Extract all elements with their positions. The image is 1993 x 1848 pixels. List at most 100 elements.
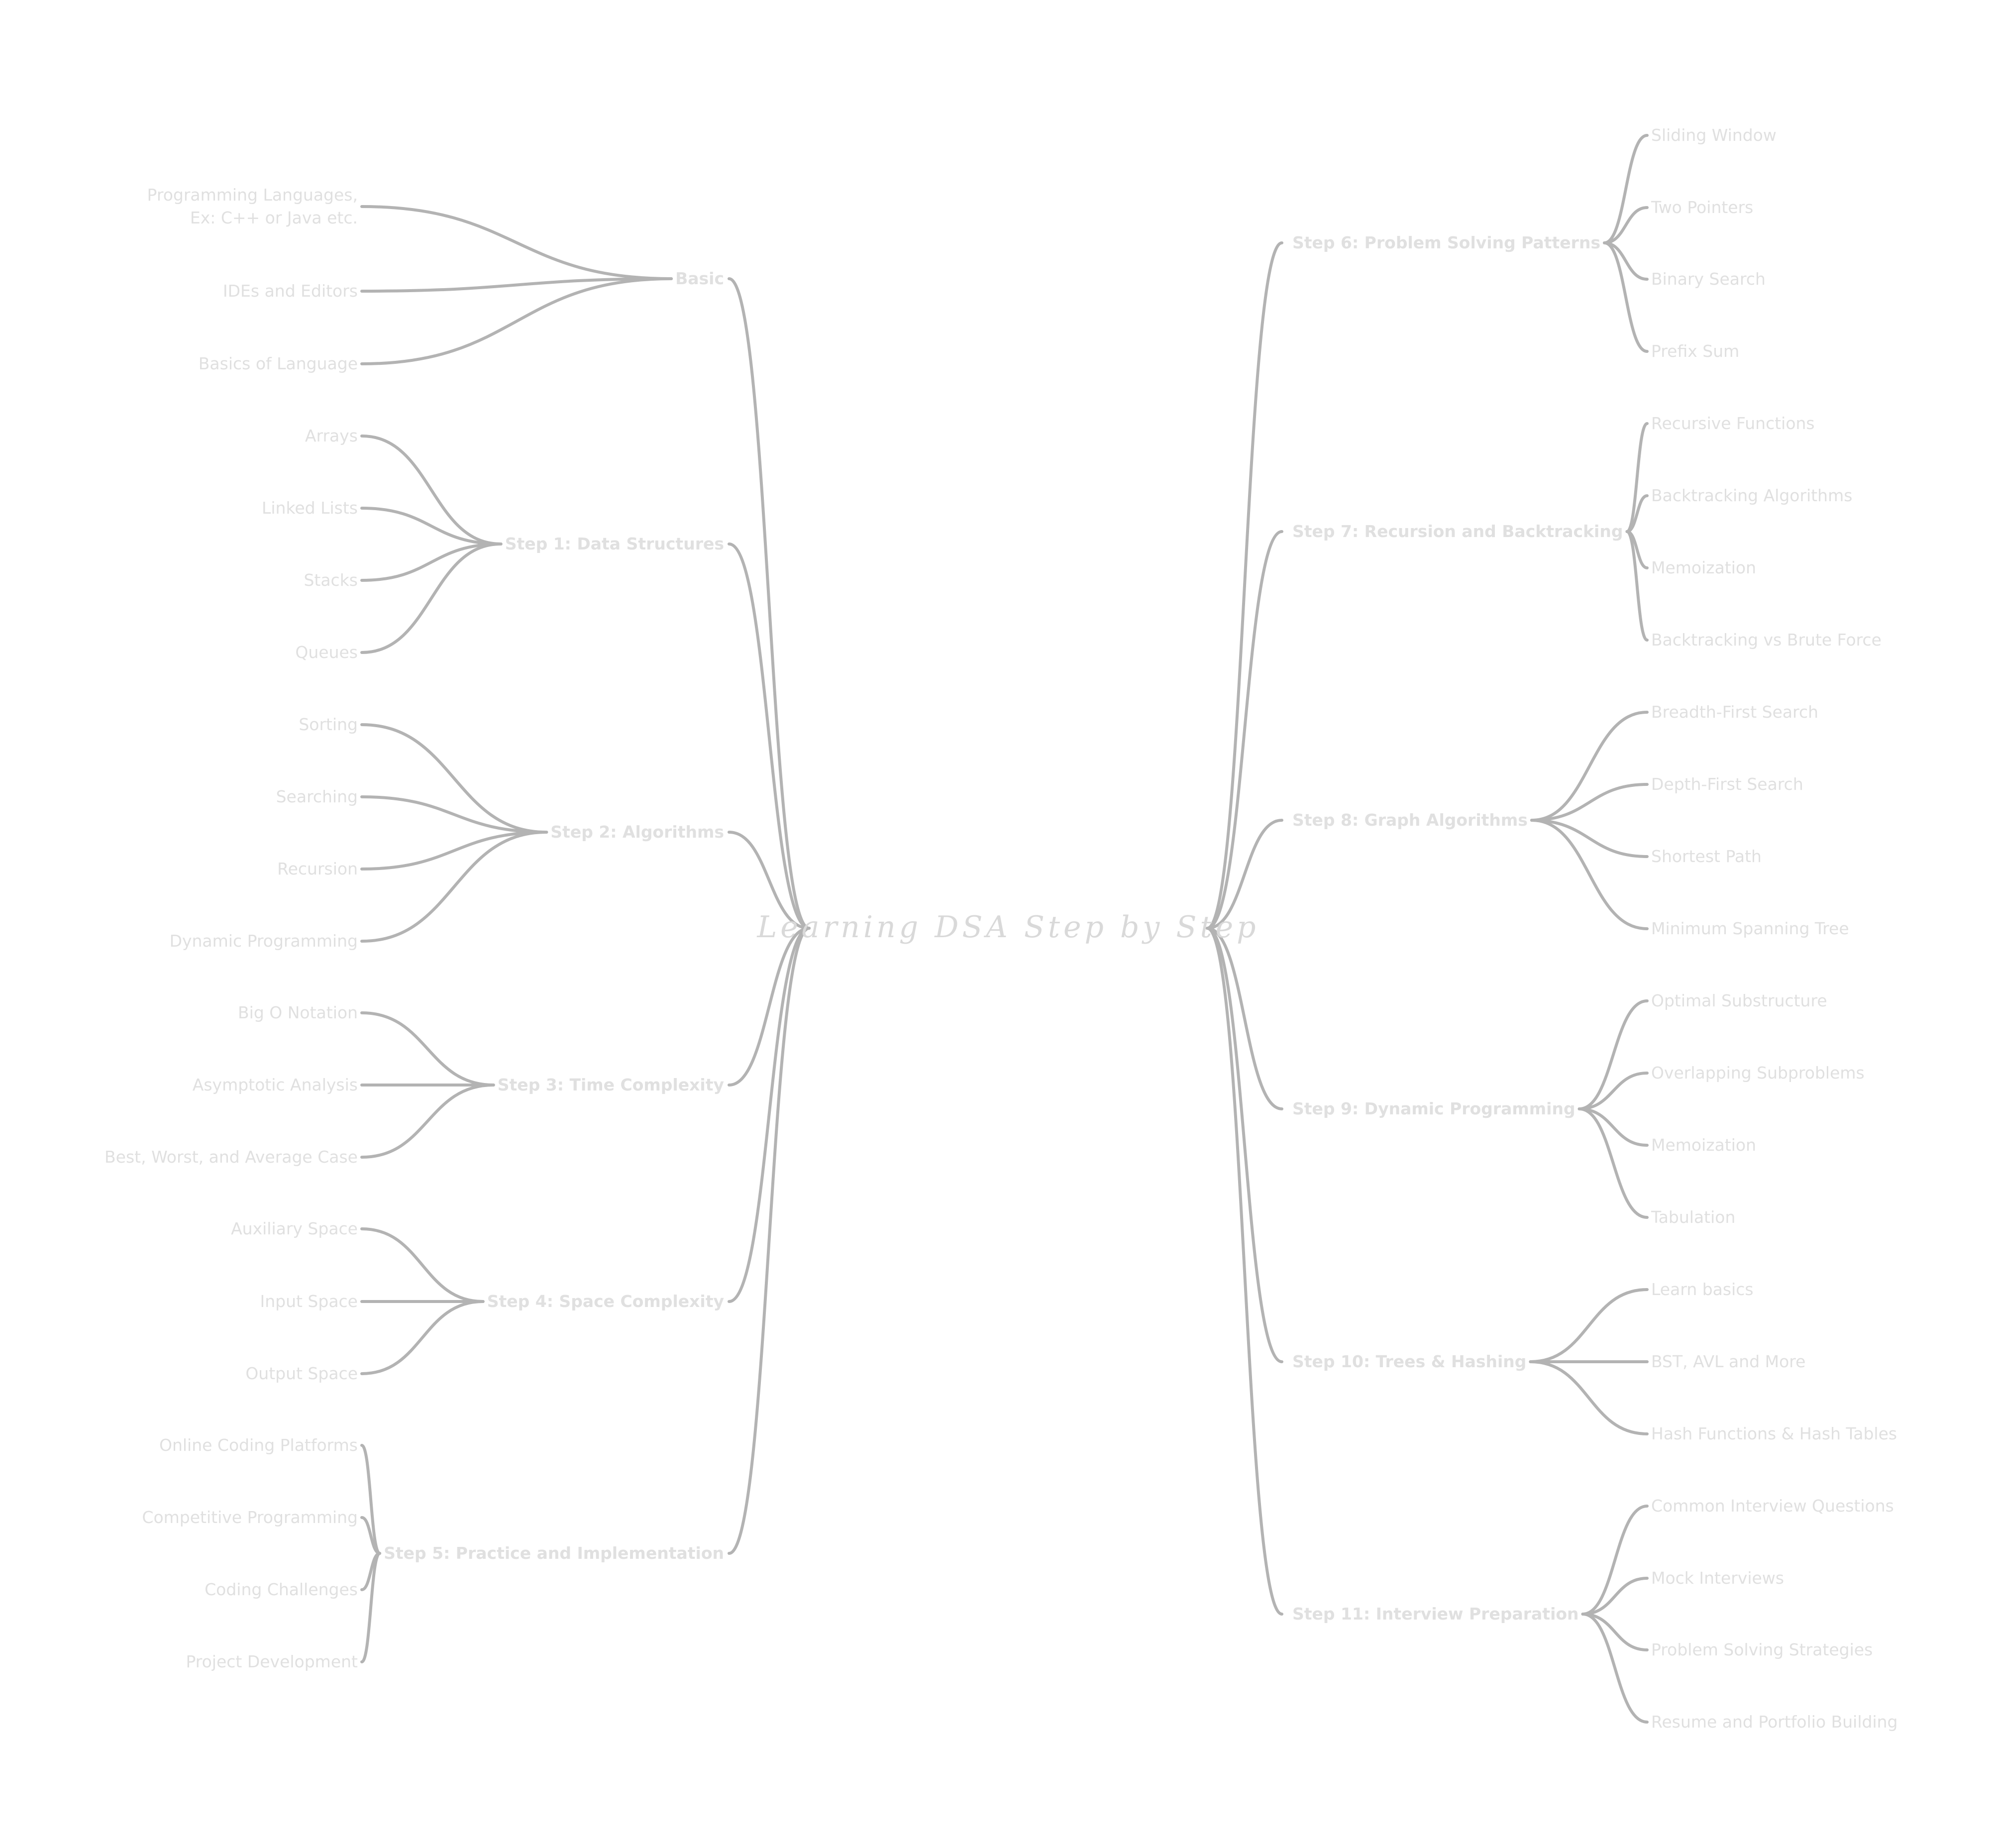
leaf-node-label: Online Coding Platforms <box>159 1435 358 1455</box>
branch-leaf-connector <box>360 1444 382 1555</box>
branch-leaf-connector <box>1581 1613 1649 1651</box>
leaf-node-label: Memoization <box>1651 558 1756 577</box>
leaf-node-label: Asymptotic Analysis <box>193 1075 358 1094</box>
branch-leaf-connector <box>1529 1288 1649 1363</box>
leaf-node-label: Problem Solving Strategies <box>1651 1640 1873 1659</box>
leaf-node-label: Backtracking vs Brute Force <box>1651 630 1882 650</box>
branch-leaf-connector <box>360 543 503 654</box>
leaf-node-label: Queues <box>295 643 358 662</box>
leaf-node-label: Output Space <box>245 1364 358 1383</box>
root-branch-connector <box>728 927 811 1087</box>
branch-leaf-connector <box>1581 1505 1649 1616</box>
leaf-node-label: Dynamic Programming <box>170 931 358 951</box>
branch-leaf-connector <box>360 507 503 545</box>
branch-node-label: Step 2: Algorithms <box>550 822 724 842</box>
branch-leaf-connector <box>360 723 548 834</box>
branch-leaf-connector <box>1581 1613 1649 1724</box>
leaf-node-label: Linked Lists <box>262 498 358 518</box>
branch-node-label: Step 6: Problem Solving Patterns <box>1292 233 1600 252</box>
root-branch-connector <box>1206 819 1283 930</box>
branch-leaf-connector <box>360 1011 495 1087</box>
branch-leaf-connector <box>1530 819 1649 858</box>
root-branch-connector <box>728 543 811 930</box>
leaf-node-label: Coding Challenges <box>205 1580 358 1599</box>
leaf-node-label: BST, AVL and More <box>1651 1352 1805 1371</box>
leaf-node-label: Sliding Window <box>1651 125 1777 145</box>
leaf-node-label: Sorting <box>299 715 358 734</box>
branch-leaf-connector <box>1530 819 1649 930</box>
root-branch-connector <box>728 831 811 930</box>
branch-leaf-connector <box>360 277 673 293</box>
branch-leaf-connector <box>360 277 673 365</box>
leaf-node-label: Optimal Substructure <box>1651 991 1827 1010</box>
branch-node-label: Step 8: Graph Algorithms <box>1292 810 1528 830</box>
leaf-node-label: Shortest Path <box>1651 847 1762 866</box>
branch-node-label: Step 3: Time Complexity <box>498 1075 724 1094</box>
root-topic: Learning DSA Step by Step <box>756 910 1259 945</box>
leaf-node-label: Project Development <box>186 1652 358 1671</box>
branch-leaf-connector <box>360 1084 495 1159</box>
branch-leaf-connector <box>360 205 673 280</box>
leaf-node-label: Mock Interviews <box>1651 1568 1784 1588</box>
leaf-node-label: Backtracking Algorithms <box>1651 486 1852 505</box>
root-branch-connector <box>1206 927 1283 1616</box>
leaf-node-label: Memoization <box>1651 1135 1756 1155</box>
branch-node-label: Step 5: Practice and Implementation <box>384 1543 724 1563</box>
root-branch-connector <box>1206 927 1283 1110</box>
root-branch-connector <box>728 927 811 1555</box>
leaf-node-label: Competitive Programming <box>142 1508 358 1527</box>
branch-leaf-connector <box>360 1516 382 1555</box>
branch-leaf-connector <box>1577 1107 1649 1147</box>
leaf-node-label: Binary Search <box>1651 269 1766 289</box>
leaf-node-label: Breadth-First Search <box>1651 702 1818 722</box>
leaf-node-label: Searching <box>276 787 358 806</box>
branch-leaf-connector <box>1625 530 1649 642</box>
branch-node-label: Step 4: Space Complexity <box>487 1292 724 1311</box>
leaf-node-label: IDEs and Editors <box>223 281 358 301</box>
branch-node-label: Step 11: Interview Preparation <box>1292 1604 1579 1624</box>
branch-leaf-connector <box>360 1300 485 1375</box>
leaf-node-label: Recursive Functions <box>1651 414 1815 433</box>
leaf-node-label: Hash Functions & Hash Tables <box>1651 1424 1897 1443</box>
branch-leaf-connector <box>1603 206 1649 244</box>
leaf-node-label: Resume and Portfolio Building <box>1651 1712 1897 1732</box>
branch-leaf-connector <box>360 1552 382 1663</box>
branch-leaf-connector <box>1603 241 1649 281</box>
leaf-node-label: Two Pointers <box>1651 198 1753 217</box>
branch-node-label: Basic <box>675 269 724 288</box>
branch-leaf-connector <box>360 831 548 943</box>
leaf-node-label: Common Interview Questions <box>1651 1496 1894 1516</box>
leaf-node-label: Depth-First Search <box>1651 774 1803 794</box>
branch-leaf-connector <box>1603 241 1649 353</box>
branch-leaf-connector <box>1529 1360 1649 1435</box>
branch-leaf-connector <box>1625 422 1649 533</box>
branch-node-label: Step 10: Trees & Hashing <box>1292 1352 1526 1371</box>
root-branch-connector <box>728 277 811 930</box>
node-labels: Learning DSA Step by StepBasicProgrammin… <box>105 125 1897 1732</box>
root-branch-connector <box>1206 530 1283 930</box>
branch-leaf-connector <box>360 543 503 582</box>
branch-leaf-connector <box>1530 783 1649 822</box>
branch-node-label: Step 7: Recursion and Backtracking <box>1292 522 1623 541</box>
leaf-node-label: Minimum Spanning Tree <box>1651 919 1849 938</box>
leaf-node-label: Learn basics <box>1651 1280 1754 1299</box>
leaf-node-label: Prefix Sum <box>1651 341 1739 361</box>
leaf-node-label: Overlapping Subproblems <box>1651 1063 1865 1083</box>
leaf-node-label: Input Space <box>260 1292 358 1311</box>
branch-leaf-connector <box>1577 1107 1649 1219</box>
root-branch-connector <box>1206 241 1283 930</box>
root-branch-connector <box>1206 927 1283 1363</box>
branch-leaf-connector <box>360 1227 485 1303</box>
branch-leaf-connector <box>1625 494 1649 533</box>
branch-leaf-connector <box>1577 999 1649 1110</box>
leaf-node-label: Auxiliary Space <box>231 1219 358 1238</box>
branch-leaf-connector <box>360 831 548 870</box>
connector-lines <box>360 134 1649 1724</box>
branch-leaf-connector <box>360 795 548 834</box>
branch-leaf-connector <box>1530 711 1649 822</box>
leaf-node-label: Big O Notation <box>238 1003 358 1022</box>
branch-leaf-connector <box>1603 134 1649 244</box>
leaf-node-label: Stacks <box>304 570 358 590</box>
branch-node-label: Step 1: Data Structures <box>505 534 724 553</box>
